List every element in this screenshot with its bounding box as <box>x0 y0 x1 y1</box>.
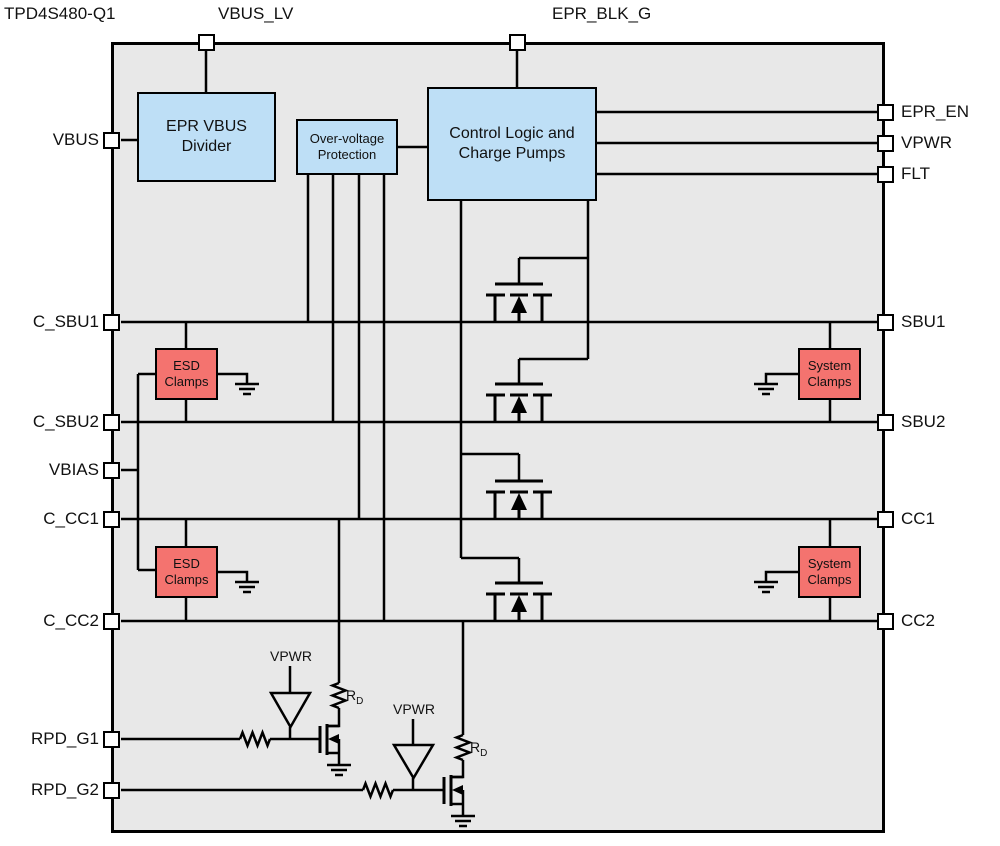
rd-annotation-2: RD <box>470 739 487 759</box>
pin-label-rpd-g1: RPD_G1 <box>30 729 99 748</box>
pin-rpd-g2 <box>102 781 120 799</box>
pin-sbu2 <box>876 413 894 431</box>
esd-clamps-cc-line1: ESD <box>173 555 200 571</box>
pin-label-epr-en: EPR_EN <box>901 102 970 121</box>
system-clamps-cc-line2: Clamps <box>807 572 852 587</box>
rd-annotation-1: RD <box>346 687 363 707</box>
system-clamps-block-cc: System Clamps <box>798 546 861 598</box>
pin-label-c-sbu1: C_SBU1 <box>32 312 99 331</box>
pin-cc1 <box>876 510 894 528</box>
rd2-main: R <box>470 739 481 755</box>
pin-label-sbu1: SBU1 <box>901 312 946 331</box>
ovp-line2: Protection <box>317 147 377 162</box>
pin-c-cc2 <box>102 612 120 630</box>
pin-label-vbus-lv: VBUS_LV <box>218 4 294 23</box>
pin-label-rpd-g2: RPD_G2 <box>30 780 99 799</box>
pin-label-vbus: VBUS <box>52 130 99 149</box>
rd1-main: R <box>346 687 357 703</box>
vpwr-annotation-1: VPWR <box>270 648 312 664</box>
control-logic-line2: Charge Pumps <box>458 145 566 162</box>
epr-vbus-divider-line1: EPR VBUS <box>166 118 247 135</box>
rd1-sub: D <box>356 695 364 707</box>
pin-c-sbu2 <box>102 413 120 431</box>
pin-flt <box>876 165 894 183</box>
pin-vbus-lv <box>197 33 215 51</box>
pin-vbias <box>102 461 120 479</box>
system-clamps-cc-line1: System <box>807 555 852 571</box>
pin-label-cc1: CC1 <box>901 509 936 528</box>
pin-label-sbu2: SBU2 <box>901 412 946 431</box>
esd-clamps-block-cc: ESD Clamps <box>155 546 218 598</box>
pin-label-epr-blk-g: EPR_BLK_G <box>552 4 652 23</box>
pin-vbus <box>102 131 120 149</box>
esd-clamps-cc-line2: Clamps <box>164 572 209 587</box>
pin-epr-en <box>876 103 894 121</box>
over-voltage-protection-block: Over-voltage Protection <box>296 119 398 175</box>
pin-vpwr <box>876 134 894 152</box>
esd-clamps-sbu-line2: Clamps <box>164 374 209 389</box>
system-clamps-block-sbu: System Clamps <box>798 348 861 400</box>
pin-label-c-sbu2: C_SBU2 <box>32 412 99 431</box>
esd-clamps-block-sbu: ESD Clamps <box>155 348 218 400</box>
system-clamps-sbu-line2: Clamps <box>807 374 852 389</box>
pin-epr-blk-g <box>508 33 526 51</box>
system-clamps-sbu-line1: System <box>807 357 852 373</box>
rd2-sub: D <box>480 747 488 759</box>
pin-label-vbias: VBIAS <box>48 460 99 479</box>
control-logic-line1: Control Logic and <box>449 125 575 142</box>
control-logic-block: Control Logic and Charge Pumps <box>427 87 597 201</box>
pin-sbu1 <box>876 313 894 331</box>
vpwr-annotation-2: VPWR <box>393 701 435 717</box>
epr-vbus-divider-line2: Divider <box>181 138 232 155</box>
pin-label-cc2: CC2 <box>901 611 936 630</box>
pin-label-c-cc1: C_CC1 <box>43 509 99 528</box>
esd-clamps-sbu-line1: ESD <box>173 357 200 373</box>
pin-c-cc1 <box>102 510 120 528</box>
epr-vbus-divider-block: EPR VBUS Divider <box>137 92 276 182</box>
pin-c-sbu1 <box>102 313 120 331</box>
ovp-line1: Over-voltage <box>309 130 385 146</box>
pin-rpd-g1 <box>102 730 120 748</box>
pin-label-c-cc2: C_CC2 <box>43 611 99 630</box>
pin-label-flt: FLT <box>901 164 930 183</box>
pin-label-vpwr: VPWR <box>901 133 952 152</box>
page-title: TPD4S480-Q1 <box>4 4 116 23</box>
pin-cc2 <box>876 612 894 630</box>
